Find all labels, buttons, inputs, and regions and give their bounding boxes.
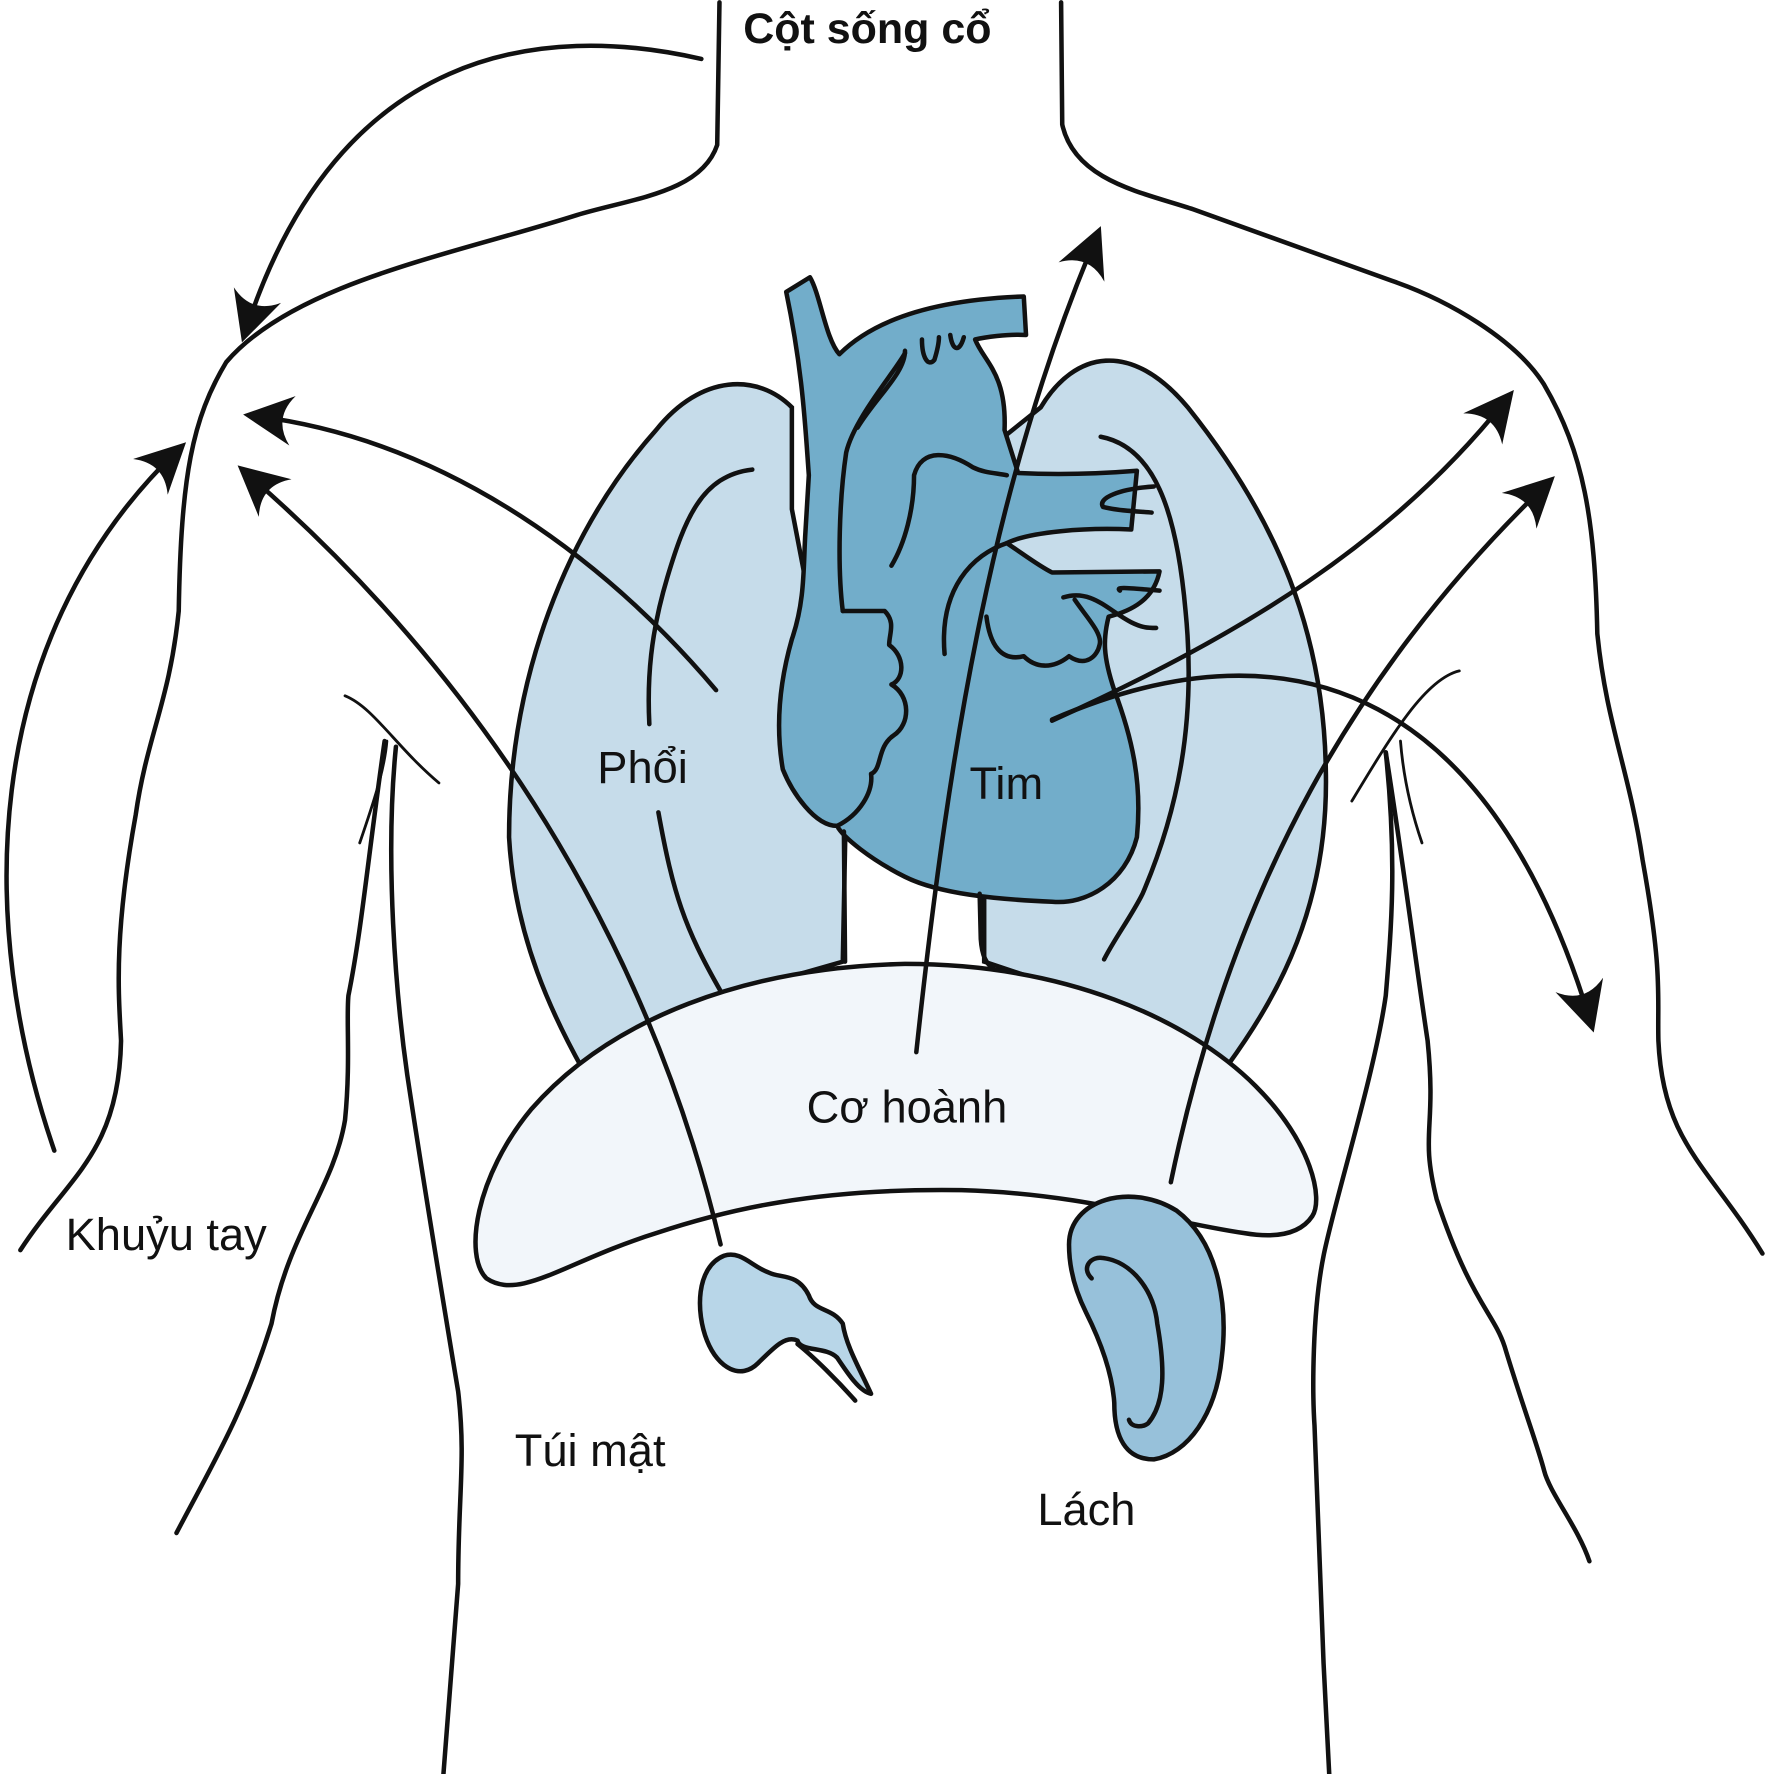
heart	[776, 274, 1162, 971]
label-heart: Tim	[969, 758, 1043, 809]
label-spleen: Lách	[1037, 1484, 1135, 1535]
spleen	[1066, 1194, 1226, 1462]
label-diaphragm: Cơ hoành	[807, 1081, 1008, 1132]
label-elbow: Khuỷu tay	[66, 1209, 268, 1260]
label-cervical-spine: Cột sống cổ	[743, 5, 991, 53]
label-lungs: Phổi	[597, 742, 688, 793]
gallbladder	[697, 1252, 874, 1397]
referral-arrows	[4, 43, 1604, 1247]
label-gallbladder: Túi mật	[515, 1425, 666, 1476]
left-lung	[506, 381, 849, 1073]
body-outline	[18, 0, 1765, 1774]
